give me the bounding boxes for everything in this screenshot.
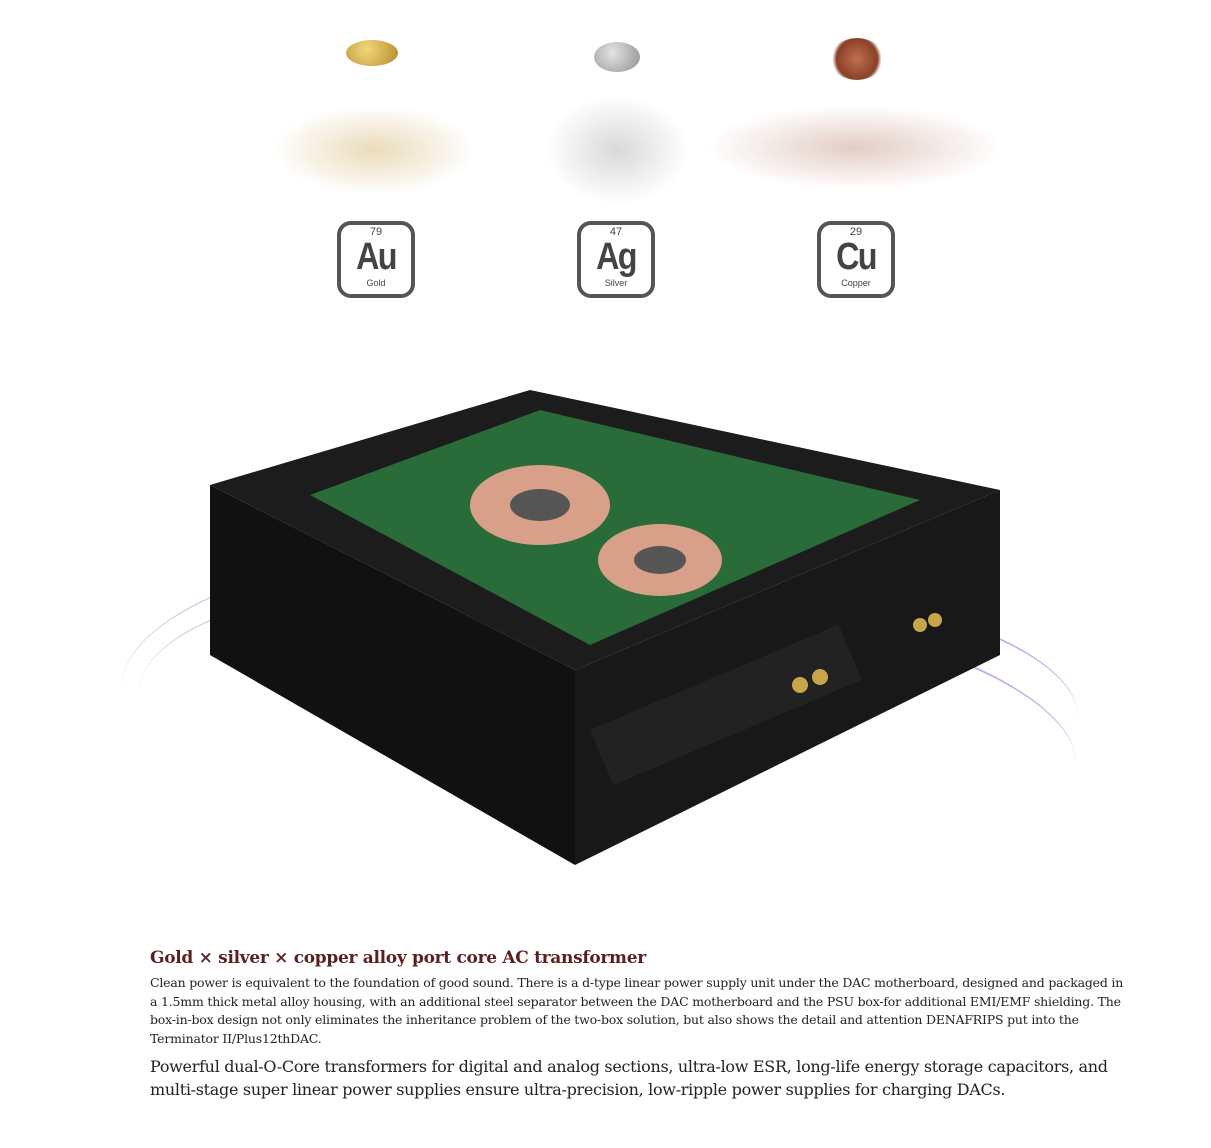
copper-dust-image [705, 105, 1005, 190]
element-tile-copper: 29 Cu Copper [817, 221, 895, 298]
atomic-number: 79 [369, 226, 383, 238]
silver-dust-image [545, 95, 690, 205]
product-image [108, 385, 1094, 885]
silver-nugget-image [594, 42, 640, 72]
element-name: Gold [366, 278, 386, 288]
element-tile-gold: 79 Au Gold [337, 221, 415, 298]
gold-nugget-image [346, 40, 398, 66]
element-name: Copper [841, 278, 871, 288]
element-name: Silver [604, 278, 628, 288]
element-symbol: Cu [836, 236, 877, 278]
section-highlight: Powerful dual-O-Core transformers for di… [150, 1057, 1108, 1099]
gold-dust-image [272, 105, 477, 195]
atomic-number: 29 [849, 226, 863, 238]
element-tile-silver: 47 Ag Silver [577, 221, 655, 298]
element-symbol: Ag [596, 236, 637, 278]
atomic-number: 47 [609, 226, 623, 238]
section-body: Clean power is equivalent to the foundat… [150, 975, 1124, 1046]
element-symbol: Au [356, 236, 397, 278]
copper-nugget-image [830, 38, 884, 80]
section-title: Gold × silver × copper alloy port core A… [150, 948, 646, 968]
